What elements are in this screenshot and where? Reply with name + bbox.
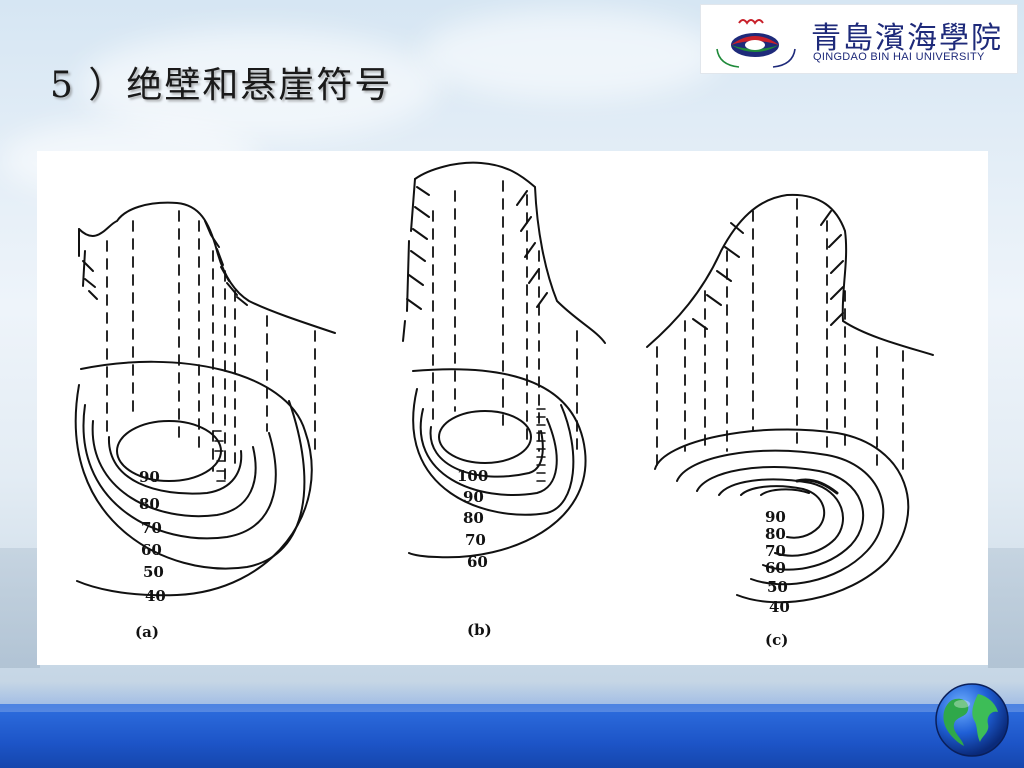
contour-label: 80 [139, 495, 160, 513]
panel-a-terrain [74, 201, 336, 597]
footer-band [0, 682, 1024, 768]
panel-c-terrain [646, 193, 934, 604]
university-name-en: QINGDAO BIN HAI UNIVERSITY [813, 51, 985, 63]
university-logo: 青島濱海學院 QINGDAO BIN HAI UNIVERSITY [700, 4, 1018, 74]
contour-label: 90 [139, 468, 160, 486]
cliff-symbol-figure: 90 80 70 60 50 40 (a) 100 90 80 70 60 (b… [37, 151, 988, 665]
university-emblem-icon [716, 19, 796, 68]
contour-label: 80 [463, 509, 484, 527]
contour-label: 80 [765, 525, 786, 543]
panel-label-a: (a) [135, 623, 159, 641]
contour-label: 60 [141, 541, 162, 559]
globe-icon [935, 683, 1009, 757]
panel-label-c: (c) [765, 631, 788, 649]
contour-label: 90 [765, 508, 786, 526]
contour-label: 60 [467, 553, 488, 571]
background-cloud [420, 10, 720, 100]
background-skyline [0, 548, 40, 668]
contour-label: 40 [769, 598, 790, 616]
background-skyline [988, 548, 1024, 668]
panel-b-contour-labels: 100 90 80 70 60 (b) [457, 467, 492, 639]
contour-label: 70 [141, 519, 162, 537]
contour-label: 70 [765, 542, 786, 560]
contour-label: 70 [465, 531, 486, 549]
cliff-diagram: 90 80 70 60 50 40 (a) 100 90 80 70 60 (b… [74, 161, 934, 649]
panel-b-terrain [402, 161, 606, 559]
panel-a-contour-labels: 90 80 70 60 50 40 (a) [135, 468, 166, 641]
contour-label: 90 [463, 488, 484, 506]
contour-label: 40 [145, 587, 166, 605]
contour-label: 100 [457, 467, 488, 485]
contour-label: 50 [767, 578, 788, 596]
panel-c-contour-labels: 90 80 70 60 50 40 (c) [765, 508, 790, 649]
contour-label: 60 [765, 559, 786, 577]
contour-label: 50 [143, 563, 164, 581]
slide-title: 5 ）绝壁和悬崖符号 [50, 65, 393, 106]
university-name-cn: 青島濱海學院 [811, 21, 1003, 56]
panel-label-b: (b) [467, 621, 492, 639]
